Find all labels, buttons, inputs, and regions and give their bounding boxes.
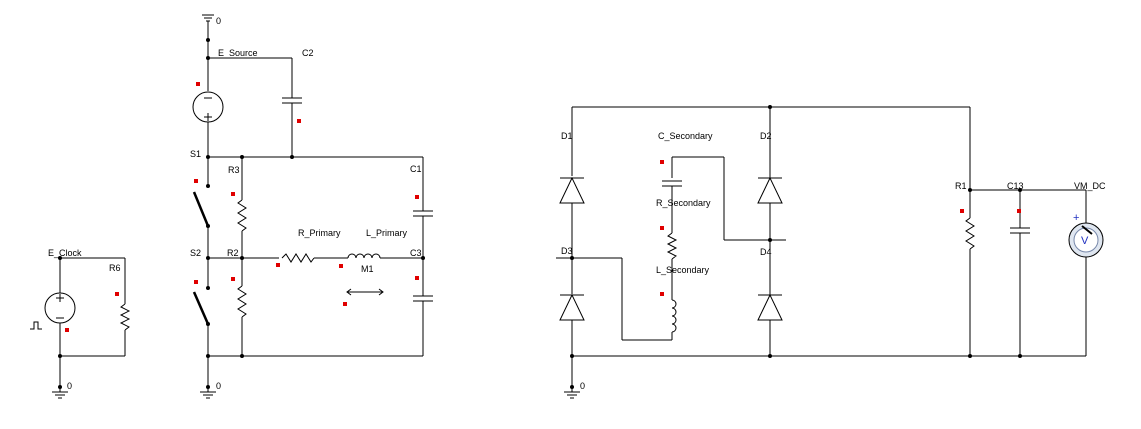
s2-label: S2 bbox=[190, 248, 201, 258]
inductor-l-secondary[interactable] bbox=[671, 299, 677, 333]
r2-label: R2 bbox=[227, 248, 239, 258]
e-source-label: E_Source bbox=[218, 48, 258, 58]
c13-label: C13 bbox=[1007, 181, 1024, 191]
junction-dot bbox=[206, 184, 210, 188]
junction-dot bbox=[768, 354, 772, 358]
square-wave-icon bbox=[30, 321, 42, 330]
primary-circuit: 0 E_Source C2 S1 R3 C1 bbox=[190, 14, 433, 399]
meter-needle-icon bbox=[1081, 225, 1093, 235]
marker bbox=[660, 292, 664, 296]
marker bbox=[115, 292, 119, 296]
ground-label: 0 bbox=[216, 381, 221, 391]
marker bbox=[65, 328, 69, 332]
d1-label: D1 bbox=[561, 131, 573, 141]
junction-dot bbox=[570, 385, 574, 389]
voltage-source-e-source[interactable] bbox=[192, 91, 224, 123]
r-primary-label: R_Primary bbox=[298, 228, 341, 238]
switch-s2[interactable] bbox=[192, 291, 210, 325]
ground-label: 0 bbox=[216, 16, 221, 26]
marker bbox=[194, 179, 198, 183]
c1-label: C1 bbox=[410, 164, 422, 174]
resistor-r-secondary[interactable] bbox=[666, 232, 678, 260]
ground-label: 0 bbox=[580, 381, 585, 391]
resistor-r-primary[interactable] bbox=[281, 253, 315, 263]
marker bbox=[415, 276, 419, 280]
d2-label: D2 bbox=[760, 131, 772, 141]
junction-dot bbox=[206, 38, 210, 42]
l-secondary-label: L_Secondary bbox=[656, 265, 710, 275]
coupling-arrow-m1 bbox=[346, 288, 384, 296]
junction-dot bbox=[58, 385, 62, 389]
ground-symbol-top bbox=[202, 14, 214, 58]
capacitor-c1[interactable] bbox=[413, 210, 433, 217]
secondary-circuit: D1 D2 C_Secondary D3 D4 bbox=[556, 105, 1106, 399]
d3-label: D3 bbox=[561, 246, 573, 256]
r6-label: R6 bbox=[109, 263, 121, 273]
marker bbox=[196, 82, 200, 86]
marker bbox=[415, 195, 419, 199]
marker bbox=[339, 264, 343, 268]
r1-label: R1 bbox=[955, 181, 967, 191]
ground-label: 0 bbox=[67, 381, 72, 391]
capacitor-c-secondary[interactable] bbox=[662, 180, 682, 187]
resistor-r6[interactable] bbox=[119, 303, 131, 331]
diode-d3[interactable] bbox=[559, 293, 585, 321]
marker bbox=[1017, 209, 1021, 213]
c-secondary-label: C_Secondary bbox=[658, 131, 713, 141]
marker bbox=[660, 160, 664, 164]
marker bbox=[960, 209, 964, 213]
diode-d4[interactable] bbox=[757, 293, 783, 321]
l-primary-label: L_Primary bbox=[366, 228, 408, 238]
ground-symbol bbox=[564, 391, 580, 399]
ground-symbol bbox=[52, 391, 68, 399]
capacitor-c2[interactable] bbox=[282, 97, 302, 104]
d4-label: D4 bbox=[760, 247, 772, 257]
junction-dot bbox=[290, 155, 294, 159]
junction-dot bbox=[206, 286, 210, 290]
r-secondary-label: R_Secondary bbox=[656, 198, 711, 208]
vm-dc-label: VM_DC bbox=[1074, 181, 1106, 191]
ground-symbol bbox=[200, 391, 216, 399]
marker bbox=[231, 277, 235, 281]
marker bbox=[297, 119, 301, 123]
e-clock-label: E_Clock bbox=[48, 248, 82, 258]
plus-terminal-icon: + bbox=[1073, 212, 1079, 224]
voltage-source-e-clock[interactable] bbox=[44, 292, 76, 324]
resistor-r2[interactable] bbox=[237, 285, 247, 318]
clock-circuit: E_Clock R6 0 bbox=[30, 248, 131, 399]
m1-label: M1 bbox=[361, 264, 374, 274]
marker bbox=[194, 280, 198, 284]
r3-label: R3 bbox=[228, 165, 240, 175]
marker bbox=[343, 302, 347, 306]
capacitor-c13[interactable] bbox=[1010, 227, 1030, 234]
inductor-l-primary[interactable] bbox=[347, 253, 381, 259]
capacitor-c3[interactable] bbox=[413, 295, 433, 302]
c3-label: C3 bbox=[410, 248, 422, 258]
marker bbox=[231, 192, 235, 196]
marker bbox=[276, 263, 280, 267]
marker bbox=[660, 226, 664, 230]
junction-dot bbox=[240, 354, 244, 358]
junction-dot bbox=[206, 385, 210, 389]
resistor-r1[interactable] bbox=[965, 217, 975, 250]
c2-label: C2 bbox=[302, 48, 314, 58]
resistor-r3[interactable] bbox=[237, 199, 247, 232]
voltmeter-v-glyph: V bbox=[1081, 235, 1089, 247]
switch-s1[interactable] bbox=[192, 191, 210, 227]
voltmeter-vm-dc[interactable]: V bbox=[1068, 222, 1104, 258]
diode-d1[interactable] bbox=[559, 176, 585, 204]
diode-d2[interactable] bbox=[757, 176, 783, 204]
s1-label: S1 bbox=[190, 149, 201, 159]
